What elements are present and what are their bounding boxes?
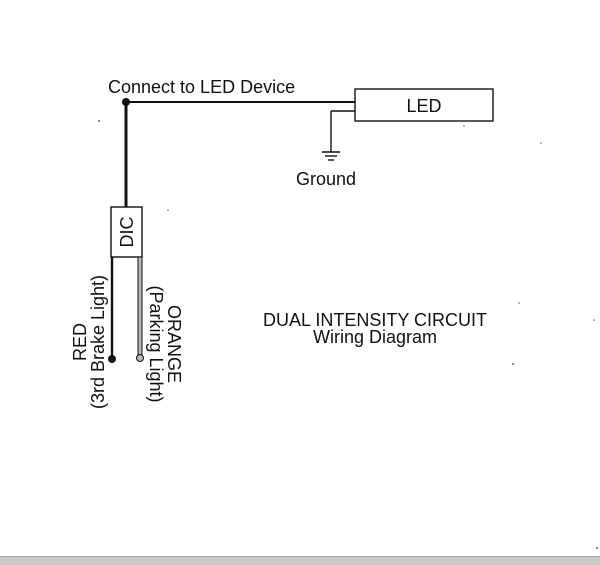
orange-wire — [136, 256, 144, 362]
red-wire — [108, 257, 116, 363]
orange-wire-label-line1: ORANGE — [164, 305, 184, 383]
red-wire-end — [108, 355, 116, 363]
led-label: LED — [406, 96, 441, 116]
bottom-scrollbar[interactable] — [0, 556, 600, 565]
diagram-title: DUAL INTENSITY CIRCUIT — [263, 310, 487, 330]
led-device: LED — [354, 88, 494, 122]
red-wire-label-line1: RED — [70, 323, 90, 361]
red-wire-label: RED (3rd Brake Light) — [70, 275, 108, 409]
scan-specks — [98, 120, 598, 549]
orange-wire-label: ORANGE (Parking Light) — [146, 285, 184, 402]
connect-label: Connect to LED Device — [108, 77, 295, 97]
junction-dot — [122, 98, 130, 106]
diagram-subtitle: Wiring Diagram — [313, 327, 437, 347]
orange-wire-end — [136, 354, 144, 362]
dic-label: DIC — [117, 217, 137, 248]
ground-label: Ground — [296, 169, 356, 189]
red-wire-label-line2: (3rd Brake Light) — [88, 275, 108, 409]
main-wire — [122, 98, 355, 207]
ground-symbol-icon — [322, 151, 340, 161]
orange-wire-label-line2: (Parking Light) — [146, 285, 166, 402]
dic-module: DIC — [110, 206, 143, 258]
ground-wire — [322, 110, 355, 161]
